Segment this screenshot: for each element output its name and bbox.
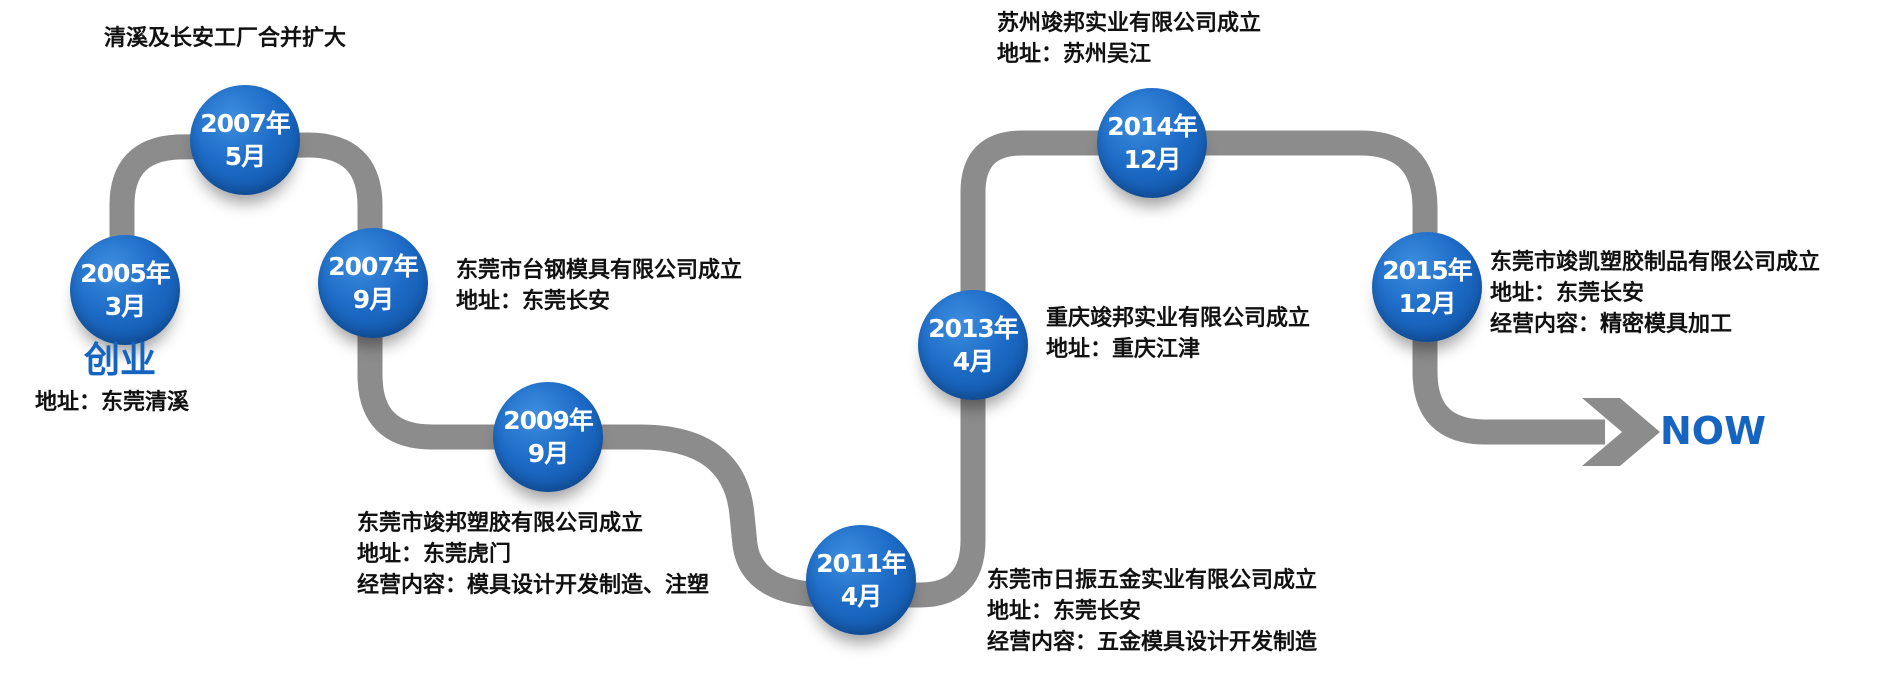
- milestone-2009-09: 2009年 9月: [493, 382, 603, 492]
- timeline-track: [109, 130, 1605, 608]
- event-address: 地址：重庆江津: [1046, 337, 1201, 362]
- milestone-year: 2007年: [200, 109, 291, 138]
- event-company-name: 苏州竣邦实业有限公司成立: [997, 11, 1262, 36]
- milestone-2015-12: 2015年 12月: [1372, 232, 1482, 342]
- milestone-2013-04: 2013年 4月: [918, 290, 1028, 400]
- event-company-name: 东莞市竣凯塑胶制品有限公司成立: [1490, 250, 1821, 275]
- milestone-month: 9月: [352, 285, 394, 314]
- milestone-month: 4月: [840, 582, 882, 611]
- now-label: NOW: [1660, 409, 1767, 453]
- event-2009-09: 东莞市竣邦塑胶有限公司成立 地址：东莞虎门 经营内容：模具设计开发制造、注塑: [357, 508, 709, 601]
- event-address: 地址：东莞长安: [1490, 281, 1645, 306]
- milestone-month: 12月: [1123, 145, 1182, 174]
- milestone-month: 9月: [527, 439, 569, 468]
- event-company-name: 东莞市台钢模具有限公司成立: [456, 258, 743, 283]
- milestone-month: 3月: [104, 292, 146, 321]
- milestone-month: 5月: [224, 142, 266, 171]
- milestone-year: 2014年: [1107, 112, 1198, 141]
- now-arrow-icon: [1582, 398, 1660, 466]
- event-2013-04: 重庆竣邦实业有限公司成立 地址：重庆江津: [1046, 303, 1310, 365]
- event-business: 经营内容：模具设计开发制造、注塑: [357, 573, 710, 598]
- event-address: 地址：苏州吴江: [997, 42, 1152, 67]
- start-title: 创业: [84, 340, 157, 381]
- event-business: 经营内容：精密模具加工: [1490, 312, 1733, 337]
- event-2007-05: 清溪及长安工厂合并扩大: [104, 26, 347, 51]
- event-2007-09: 东莞市台钢模具有限公司成立 地址：东莞长安: [456, 255, 742, 317]
- milestone-year: 2005年: [80, 259, 171, 288]
- milestone-year: 2015年: [1382, 256, 1473, 285]
- event-2015-12: 东莞市竣凯塑胶制品有限公司成立 地址：东莞长安 经营内容：精密模具加工: [1490, 247, 1820, 340]
- event-business: 经营内容：五金模具设计开发制造: [987, 630, 1318, 655]
- event-company-name: 东莞市日振五金实业有限公司成立: [987, 568, 1318, 593]
- event-address: 地址：东莞长安: [987, 599, 1142, 624]
- milestone-year: 2007年: [328, 252, 419, 281]
- milestone-year: 2011年: [816, 549, 907, 578]
- milestone-2011-04: 2011年 4月: [806, 525, 916, 635]
- event-address: 地址：东莞虎门: [357, 542, 512, 567]
- milestone-year: 2013年: [928, 314, 1019, 343]
- event-address: 地址：东莞长安: [456, 289, 611, 314]
- event-company-name: 东莞市竣邦塑胶有限公司成立: [357, 511, 644, 536]
- milestone-2005-03: 2005年 3月: [70, 235, 180, 345]
- event-2011-04: 东莞市日振五金实业有限公司成立 地址：东莞长安 经营内容：五金模具设计开发制造: [987, 565, 1317, 658]
- milestone-year: 2009年: [503, 406, 594, 435]
- milestone-month: 4月: [952, 347, 994, 376]
- milestone-2007-09: 2007年 9月: [318, 228, 428, 338]
- event-2014-12: 苏州竣邦实业有限公司成立 地址：苏州吴江: [997, 8, 1261, 70]
- event-company-name: 重庆竣邦实业有限公司成立: [1046, 306, 1311, 331]
- milestone-2014-12: 2014年 12月: [1097, 88, 1207, 198]
- start-address: 地址：东莞清溪: [35, 390, 190, 415]
- milestone-2007-05: 2007年 5月: [190, 85, 300, 195]
- milestone-month: 12月: [1398, 289, 1457, 318]
